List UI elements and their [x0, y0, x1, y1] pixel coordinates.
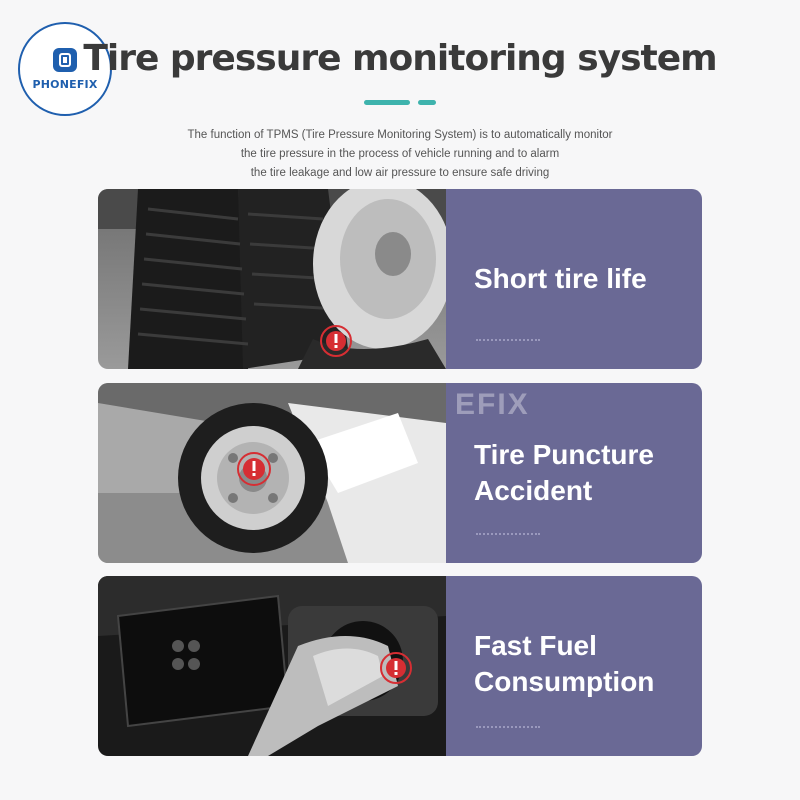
- phonefix-logo-icon: [53, 47, 77, 72]
- card-short-tire-life: Short tire life: [98, 189, 702, 369]
- card-panel: Tire Puncture Accident: [446, 383, 702, 563]
- card-title-line: Short tire life: [474, 263, 647, 294]
- title-accent-bar: [364, 100, 410, 105]
- warning-icon: [237, 452, 271, 486]
- card-panel: Short tire life: [446, 189, 702, 369]
- title-accent-bar-short: [418, 100, 436, 105]
- warning-icon: [320, 325, 352, 357]
- description-line: the tire leakage and low air pressure to…: [250, 167, 550, 179]
- crashed-car-tire-photo: [98, 383, 446, 563]
- card-title-line: Fast Fuel: [474, 630, 597, 661]
- description-line: the tire pressure in the process of vehi…: [240, 148, 560, 160]
- card-title-line: Tire Puncture: [474, 439, 654, 470]
- dotted-divider: [476, 533, 540, 535]
- brand-logo: PHONEFIX: [18, 22, 112, 116]
- flat-tire-photo: [98, 189, 446, 369]
- card-panel: Fast Fuel Consumption: [446, 576, 702, 756]
- brand-name: PHONEFIX: [32, 77, 98, 91]
- card-tire-puncture-accident: Tire Puncture Accident: [98, 383, 702, 563]
- card-fast-fuel-consumption: Fast Fuel Consumption: [98, 576, 702, 756]
- warning-icon: [380, 652, 412, 684]
- description: The function of TPMS (Tire Pressure Moni…: [0, 126, 800, 183]
- card-title-line: Accident: [474, 475, 593, 506]
- page-title: Tire pressure monitoring system: [83, 38, 717, 79]
- card-title-line: Consumption: [474, 666, 655, 697]
- dotted-divider: [476, 339, 540, 341]
- watermark: EFIX: [455, 388, 530, 421]
- description-line: The function of TPMS (Tire Pressure Moni…: [187, 129, 613, 141]
- dotted-divider: [476, 726, 540, 728]
